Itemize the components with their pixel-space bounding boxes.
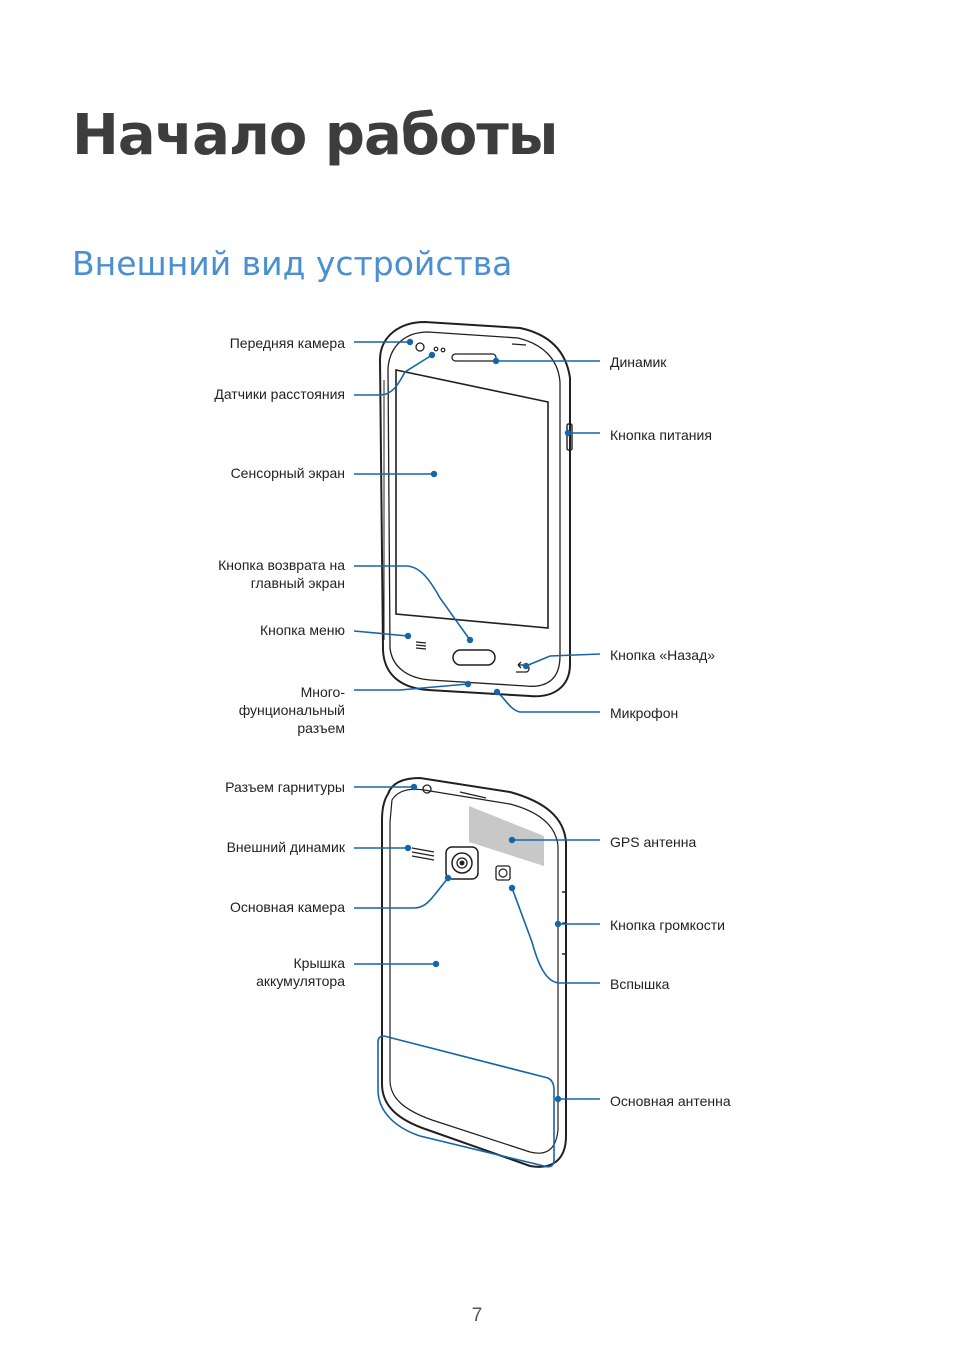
label-home-key-line1: Кнопка возврата на [218,557,345,573]
label-battery-cover-line2: аккумулятора [256,973,345,989]
label-microphone: Микрофон [610,705,679,721]
label-back-key: Кнопка «Назад» [610,647,716,663]
label-multipurpose-jack-line3: разъем [297,720,345,736]
label-touch-screen: Сенсорный экран [230,465,345,481]
label-earpiece: Динамик [610,354,667,370]
label-flash: Вспышка [610,976,670,992]
page-number: 7 [471,1305,483,1326]
section-title: Внешний вид устройства [72,244,513,283]
label-home-key-line2: главный экран [250,575,345,591]
back-callout-dots [404,783,562,1103]
front-device-illustration [378,320,573,698]
back-device-illustration [381,776,567,1168]
label-battery-cover-line1: Крышка [293,955,345,971]
label-multipurpose-jack: Много- фунциональный разъем [239,683,345,737]
label-multipurpose-jack-line1: Много- [300,684,345,700]
front-callout-lines [353,341,601,713]
label-battery-cover: Крышка аккумулятора [256,954,345,990]
label-menu-key: Кнопка меню [259,622,345,638]
front-callout-dots [404,338,572,696]
label-proximity-sensors: Датчики расстояния [214,386,345,402]
label-rear-camera: Основная камера [229,899,345,915]
chapter-title: Начало работы [72,103,558,168]
label-headset-jack: Разъем гарнитуры [225,779,345,795]
label-gps-antenna: GPS антенна [610,834,697,850]
label-main-antenna: Основная антенна [610,1093,731,1109]
label-front-camera: Передняя камера [229,335,345,351]
back-callout-lines [354,786,600,1168]
label-speaker: Внешний динамик [226,839,345,855]
label-volume-key: Кнопка громкости [610,917,725,933]
label-power-key: Кнопка питания [610,427,712,443]
label-home-key: Кнопка возврата на главный экран [218,556,345,592]
label-multipurpose-jack-line2: фунциональный [238,702,345,718]
